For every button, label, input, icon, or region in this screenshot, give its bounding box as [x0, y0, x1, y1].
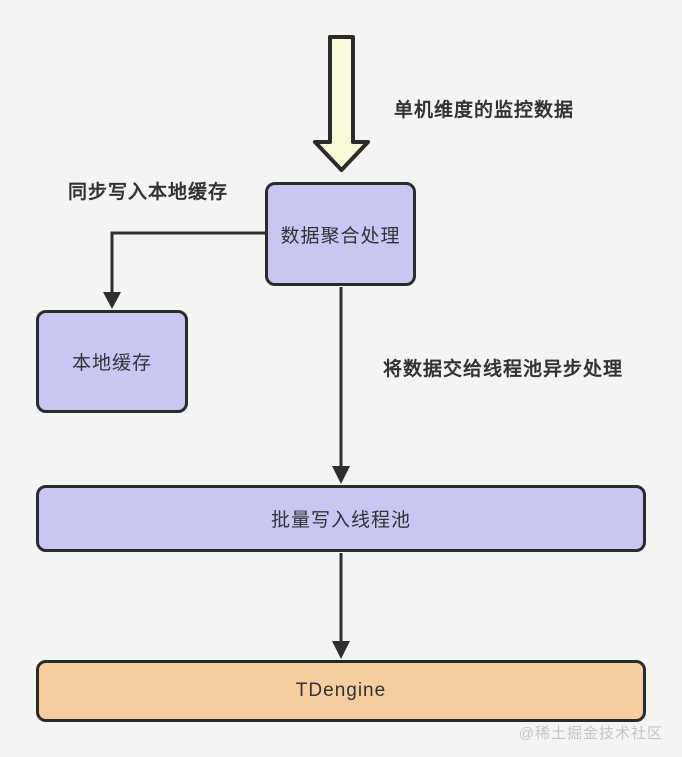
sync-write-label: 同步写入本地缓存 [68, 182, 229, 203]
node-aggregation: 数据聚合处理 [265, 182, 416, 286]
arrow-pool-to-tdengine-icon [332, 553, 350, 659]
async-process-label: 将数据交给线程池异步处理 [383, 359, 624, 380]
input-down-arrow-icon [313, 35, 370, 172]
top-arrow-label: 单机维度的监控数据 [394, 100, 575, 121]
node-local-cache: 本地缓存 [36, 310, 188, 413]
elbow-arrow-aggregation-to-cache-icon [103, 231, 265, 309]
node-tdengine: TDengine [36, 660, 646, 722]
arrow-aggregation-to-pool-icon [332, 287, 350, 484]
watermark: @稀土掘金技术社区 [518, 725, 663, 742]
node-thread-pool: 批量写入线程池 [36, 485, 646, 552]
